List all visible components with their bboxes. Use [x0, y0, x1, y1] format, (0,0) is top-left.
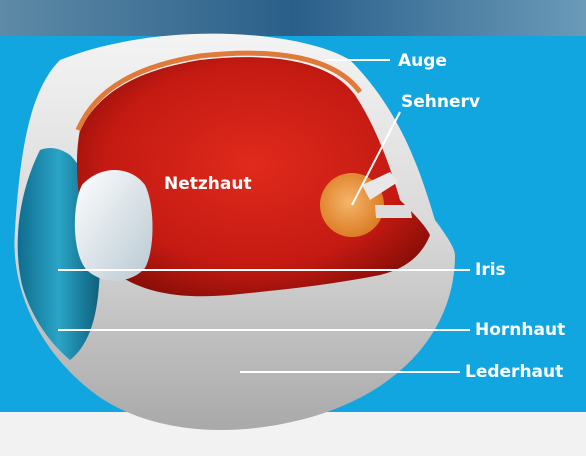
- label-hornhaut: Hornhaut: [475, 320, 565, 340]
- label-netzhaut: Netzhaut: [164, 174, 252, 194]
- label-lederhaut: Lederhaut: [465, 362, 563, 382]
- label-iris: Iris: [475, 260, 506, 280]
- label-auge: Auge: [398, 51, 447, 71]
- lens: [75, 170, 153, 281]
- label-sehnerv: Sehnerv: [401, 92, 480, 112]
- optic-nerve-stub-2: [375, 205, 412, 218]
- top-photo-strip: [0, 0, 586, 38]
